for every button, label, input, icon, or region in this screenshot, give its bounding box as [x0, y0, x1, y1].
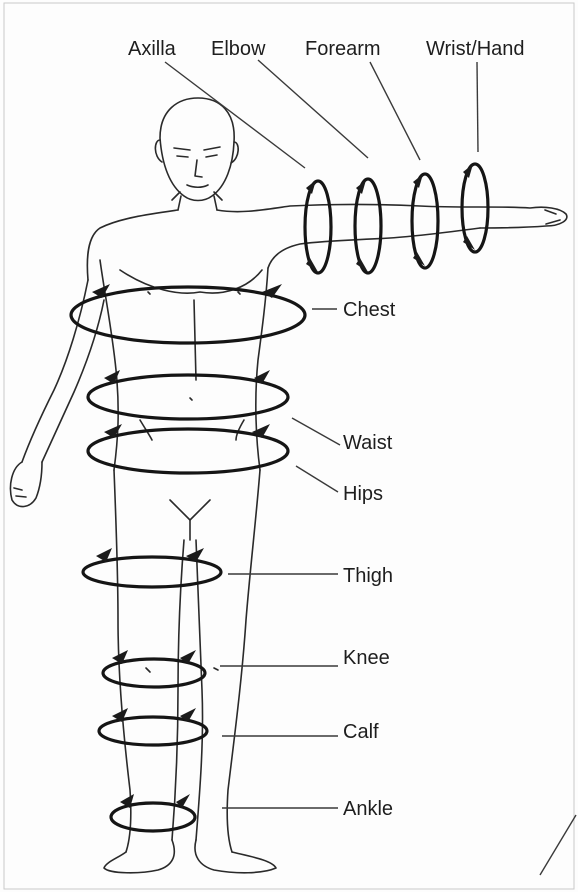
label-chest: Chest: [343, 299, 396, 321]
label-axilla: Axilla: [128, 38, 177, 60]
label-elbow: Elbow: [211, 38, 266, 60]
arm-rings: [305, 164, 488, 273]
elbow-ring: [355, 179, 381, 273]
label-calf: Calf: [343, 721, 379, 743]
knee-ring: [103, 659, 205, 687]
body-rings: [71, 284, 305, 831]
axilla-ring: [305, 181, 331, 273]
thigh-ring: [83, 557, 221, 587]
human-figure: [10, 98, 566, 873]
label-ankle: Ankle: [343, 798, 393, 820]
corner-scratch: [540, 815, 576, 875]
label-thigh: Thigh: [343, 565, 393, 587]
label-forearm: Forearm: [305, 38, 381, 60]
label-hips: Hips: [343, 483, 383, 505]
label-wrist-hand: Wrist/Hand: [426, 38, 525, 60]
calf-ring: [99, 717, 207, 745]
label-waist: Waist: [343, 432, 393, 454]
leader-lines: [165, 60, 478, 808]
label-knee: Knee: [343, 647, 390, 669]
